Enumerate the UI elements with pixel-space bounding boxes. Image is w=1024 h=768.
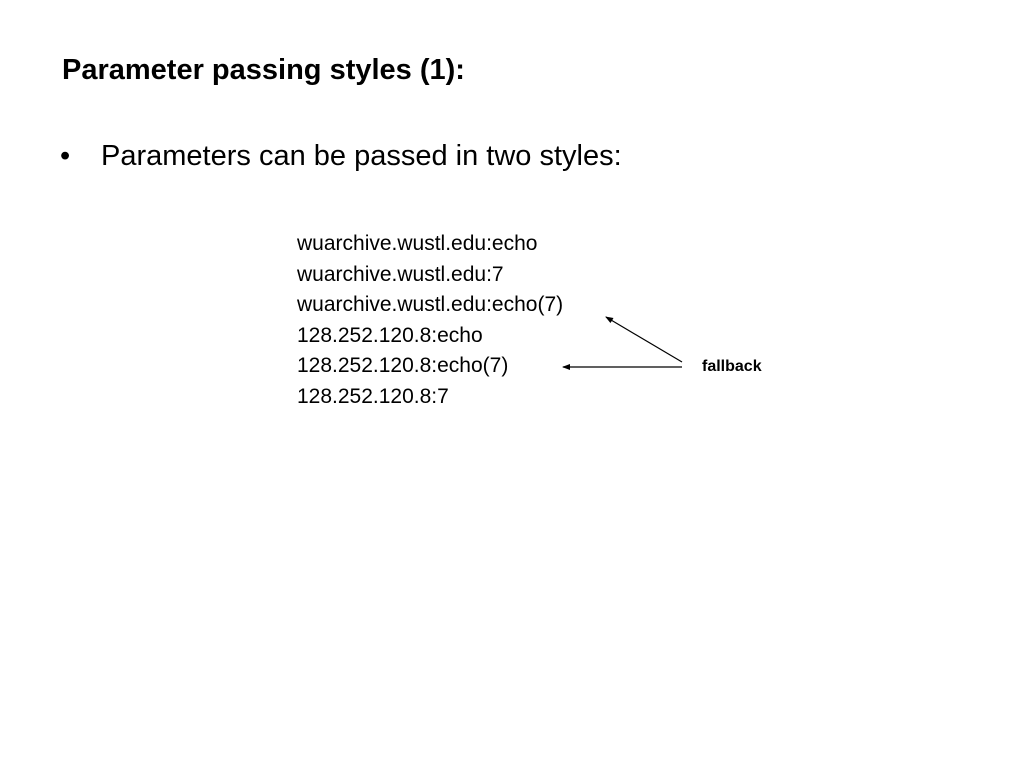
fallback-label: fallback xyxy=(702,358,762,375)
example-line: wuarchive.wustl.edu:7 xyxy=(297,262,504,286)
example-line: wuarchive.wustl.edu:echo xyxy=(297,232,538,255)
bullet-marker: • xyxy=(60,140,71,172)
slide-title: Parameter passing styles (1): xyxy=(62,54,465,86)
example-line: 128.252.120.8:7 xyxy=(297,384,449,408)
fallback-arrow-upper xyxy=(605,316,683,363)
example-line: wuarchive.wustl.edu:echo(7) xyxy=(297,293,564,316)
example-line: 128.252.120.8:echo(7) xyxy=(297,354,509,377)
bullet-text: Parameters can be passed in two styles: xyxy=(101,140,622,172)
bullet-item: • Parameters can be passed in two styles: xyxy=(60,138,622,174)
example-list: wuarchive.wustl.edu:echo wuarchive.wustl… xyxy=(297,229,563,412)
example-line: 128.252.120.8:echo xyxy=(297,323,483,347)
